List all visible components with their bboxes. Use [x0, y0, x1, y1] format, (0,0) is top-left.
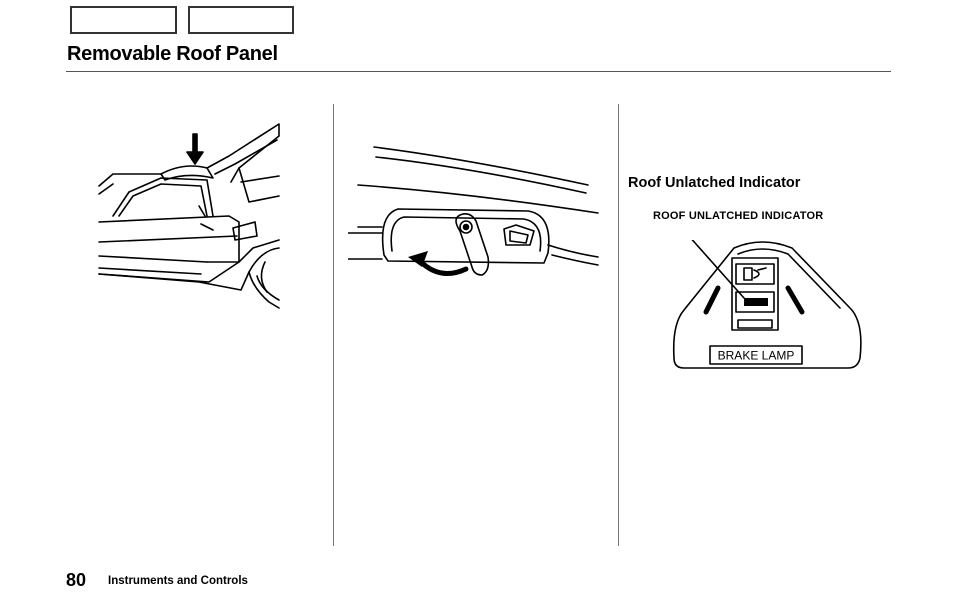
title-divider	[66, 71, 891, 72]
column-divider-1	[333, 104, 334, 546]
nav-tab-box-2[interactable]	[188, 6, 294, 34]
page-title: Removable Roof Panel	[67, 43, 278, 65]
indicator-panel-illustration: BRAKE LAMP	[672, 240, 862, 369]
roof-latch-lever-illustration	[348, 146, 599, 276]
section-heading: Roof Unlatched Indicator	[628, 175, 801, 191]
callout-label: ROOF UNLATCHED INDICATOR	[653, 210, 824, 222]
section-name: Instruments and Controls	[108, 575, 248, 587]
brake-lamp-label: BRAKE LAMP	[718, 349, 795, 363]
nav-tab-box-1[interactable]	[70, 6, 177, 34]
column-divider-2	[618, 104, 619, 546]
car-roof-panel-illustration	[98, 123, 280, 309]
page-number: 80	[66, 570, 87, 590]
